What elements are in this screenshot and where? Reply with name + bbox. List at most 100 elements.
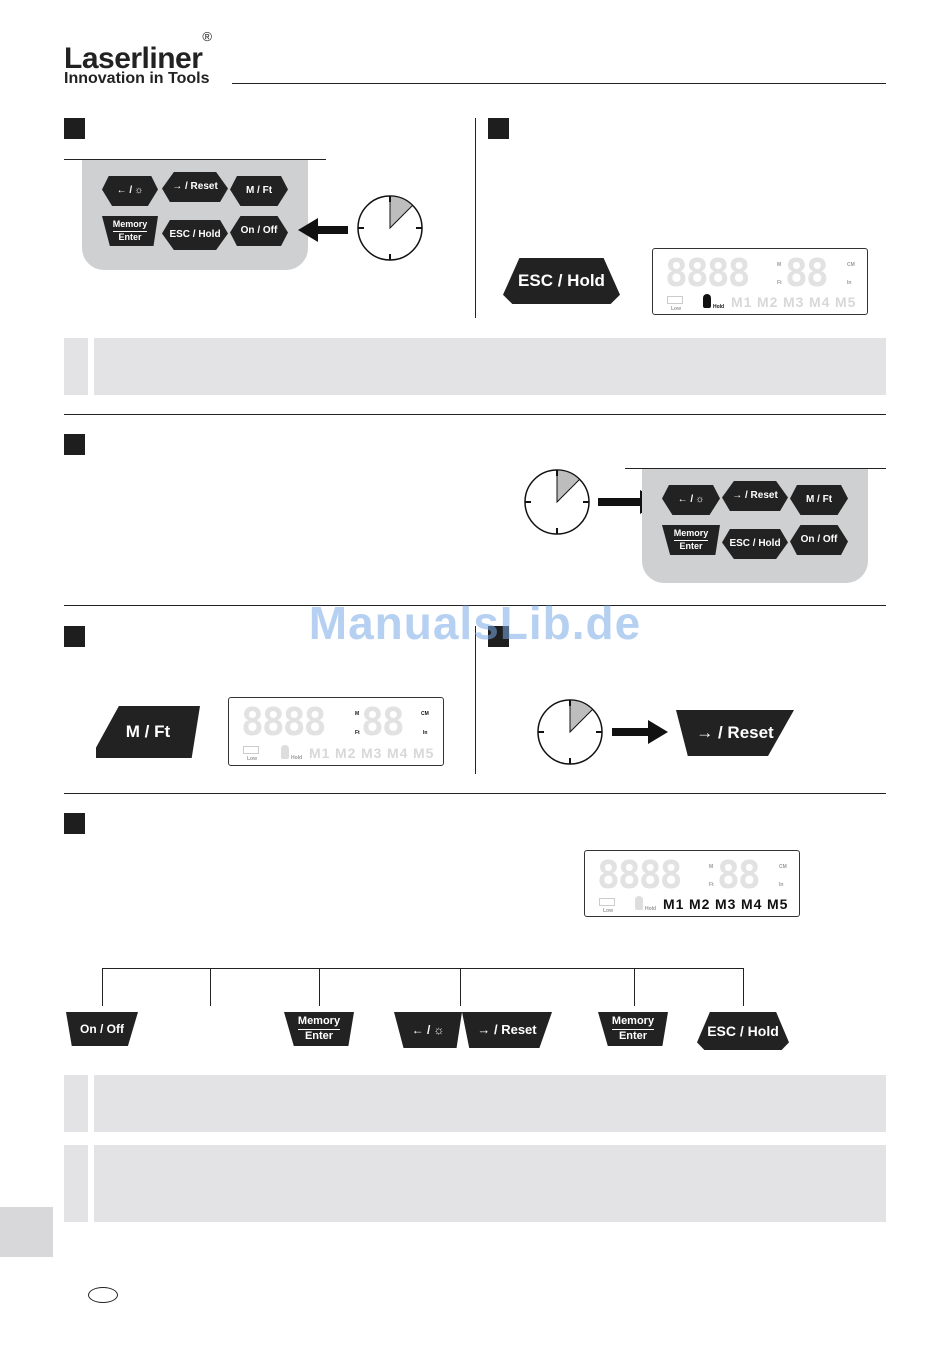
back-key-label-seq: ← / (411, 1022, 431, 1037)
lcd-low-label: Low (671, 306, 681, 312)
registered-mark: ® (202, 29, 212, 44)
esc-hold-key-2[interactable]: ESC / Hold (722, 529, 788, 559)
lcd-unit-in-2: In (423, 730, 428, 736)
connector-5 (634, 968, 635, 1006)
lcd-unit-m: M (777, 262, 782, 268)
lcd-m4-3: M4 (741, 896, 763, 912)
brand-logo: Laserliner® (64, 29, 212, 76)
lcd-m5: M5 (835, 294, 857, 310)
lcd-unit-ft-3: Ft (709, 882, 714, 888)
section-marker-2 (488, 118, 509, 139)
m-ft-key-2[interactable]: M / Ft (790, 485, 848, 515)
arrow-left-icon (298, 218, 348, 242)
lcd-m3-2: M3 (361, 745, 383, 761)
connector-bar (102, 968, 744, 969)
lcd-unit-m-3: M (709, 864, 714, 870)
back-light-key[interactable]: ← /☼ (102, 176, 158, 206)
lcd-display-memory: 8888 88 M Ft CM In Low Hold M1 M2 M3 M4 … (584, 850, 800, 917)
brand-name: Laserliner (64, 42, 203, 75)
column-divider-mid (475, 626, 476, 774)
backlight-icon: ☼ (134, 184, 144, 196)
connector-4 (460, 968, 461, 1006)
reset-key-2[interactable]: → / Reset (722, 481, 788, 511)
enter-label-seq-2: Enter (618, 1029, 648, 1042)
back-light-key-seq[interactable]: ← /☼ (394, 1012, 462, 1048)
lcd-digits-small-2: 88 (361, 700, 405, 744)
on-off-key-2[interactable]: On / Off (790, 525, 848, 555)
section-marker-4 (64, 626, 85, 647)
lcd-m2-2: M2 (335, 745, 357, 761)
section-marker-5 (488, 626, 509, 647)
esc-hold-key-seq[interactable]: ESC / Hold (697, 1012, 789, 1050)
note-box-2 (64, 1075, 886, 1132)
on-off-key-seq[interactable]: On / Off (66, 1012, 138, 1046)
lcd-m1-2: M1 (309, 745, 331, 761)
column-divider-top (475, 118, 476, 318)
lcd-m2-3: M2 (689, 896, 711, 912)
hand-icon (703, 294, 711, 308)
esc-hold-key-large[interactable]: ESC / Hold (503, 258, 620, 304)
header-rule (232, 83, 886, 84)
clock-arrow-5 (537, 699, 668, 765)
lcd-m4: M4 (809, 294, 831, 310)
lcd-unit-in-3: In (779, 882, 784, 888)
enter-label-seq-1: Enter (304, 1029, 334, 1042)
esc-hold-key[interactable]: ESC / Hold (162, 220, 228, 250)
lcd-unit-cm-3: CM (779, 864, 787, 870)
lcd-display-units: 8888 88 M Ft CM In Low Hold M1 M2 M3 M4 … (228, 697, 444, 766)
m-ft-key-large[interactable]: M / Ft (96, 706, 200, 758)
lcd-low-label-2: Low (247, 756, 257, 762)
arrow-right-icon (612, 720, 668, 744)
lcd-m1-3: M1 (663, 896, 685, 912)
back-key-label: ← / (116, 184, 133, 196)
note-box-1 (64, 338, 886, 395)
on-off-key[interactable]: On / Off (230, 216, 288, 246)
lcd-unit-in: In (847, 280, 852, 286)
reset-key-seq[interactable]: → / Reset (462, 1012, 552, 1048)
connector-3 (319, 968, 320, 1006)
connector-2 (210, 968, 211, 1006)
reset-key[interactable]: → / Reset (162, 172, 228, 202)
hand-icon (635, 896, 643, 910)
watermark: ManualsLib.de (308, 597, 642, 649)
enter-label-2: Enter (679, 540, 703, 551)
lcd-m2: M2 (757, 294, 779, 310)
lcd-unit-m-2: M (355, 711, 360, 717)
memory-label: Memory (112, 219, 148, 232)
memory-label-seq-2: Memory (611, 1015, 655, 1030)
section-rule-3 (64, 793, 886, 794)
note-box-3 (64, 1145, 886, 1222)
enter-label: Enter (118, 231, 142, 242)
connector-1 (102, 968, 103, 1006)
lcd-m5-3: M5 (767, 896, 789, 912)
lcd-hold-label-3: Hold (645, 906, 657, 912)
memory-label-2: Memory (673, 528, 709, 541)
battery-icon (599, 898, 615, 906)
lcd-unit-cm-2: CM (421, 711, 429, 717)
lcd-hold-label: Hold (713, 304, 725, 310)
lcd-m3: M3 (783, 294, 805, 310)
back-light-key-2[interactable]: ← /☼ (662, 485, 720, 515)
language-oval (88, 1287, 118, 1303)
reset-key-large[interactable]: → / Reset (676, 710, 794, 756)
m-ft-key[interactable]: M / Ft (230, 176, 288, 206)
section-marker-3 (64, 434, 85, 455)
lcd-digits-small: 88 (785, 251, 829, 295)
lcd-m5-2: M5 (413, 745, 435, 761)
lcd-m3-3: M3 (715, 896, 737, 912)
hold-arrow-clock-1 (298, 195, 423, 261)
brand-tagline: Innovation in Tools (64, 70, 210, 87)
lcd-low-label-3: Low (603, 908, 613, 914)
lcd-unit-ft: Ft (777, 280, 782, 286)
page-tab (0, 1207, 53, 1257)
backlight-icon: ☼ (433, 1022, 445, 1037)
backlight-icon: ☼ (695, 493, 705, 505)
back-key-label-2: ← / (677, 493, 694, 505)
keypad-rule-2 (625, 468, 886, 469)
